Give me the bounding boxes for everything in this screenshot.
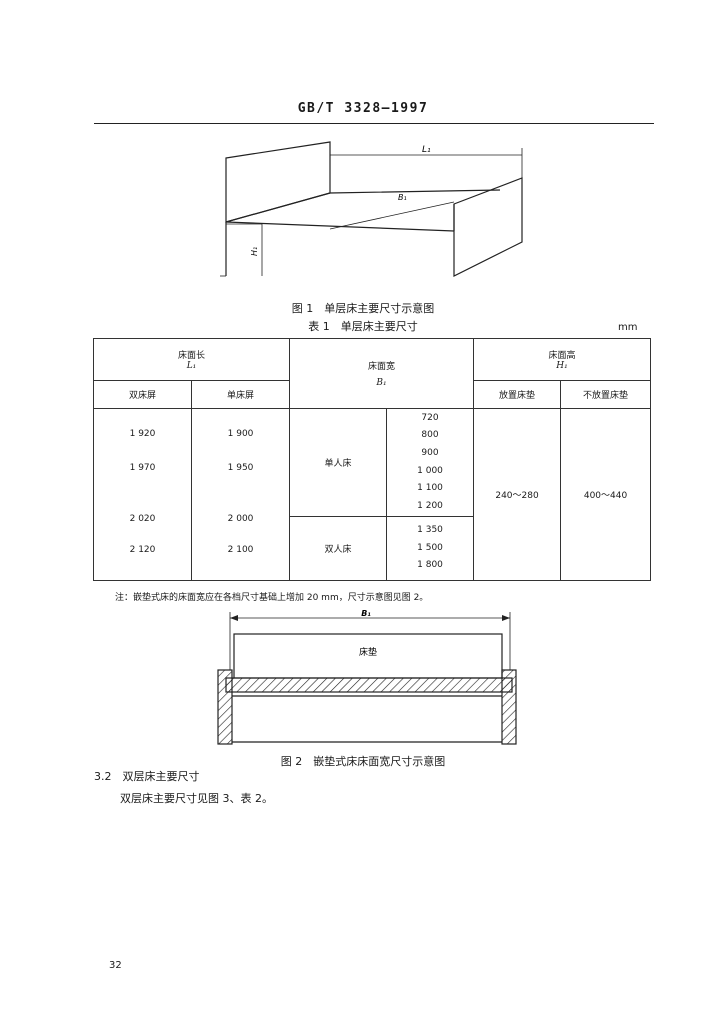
bed-board bbox=[225, 677, 513, 693]
figure2-label-B1: B₁ bbox=[361, 609, 371, 618]
header-length-double: 双床屏 bbox=[93, 380, 192, 409]
single-bed-widths: 720 800 900 1 000 1 100 1 200 bbox=[386, 408, 475, 517]
figure1-label-L1: L₁ bbox=[422, 145, 431, 155]
mattress bbox=[233, 633, 503, 679]
right-frame bbox=[501, 669, 517, 745]
standard-code-header: GB/T 3328—1997 bbox=[297, 101, 429, 116]
mattress-label: 床垫 bbox=[359, 646, 377, 658]
figure1-label-H1: H₁ bbox=[250, 247, 259, 256]
table1-unit: mm bbox=[618, 322, 638, 333]
header-length: 床面长 L₁ bbox=[92, 338, 291, 381]
figure1-caption: 图 1 单层床主要尺寸示意图 bbox=[291, 302, 435, 315]
double-bed-widths: 1 350 1 500 1 800 bbox=[386, 516, 475, 581]
left-frame bbox=[217, 669, 233, 745]
table1-note: 注：嵌垫式床的床面宽应在各档尺寸基础上增加 20 mm，尺寸示意图见图 2。 bbox=[115, 593, 429, 603]
figure1-label-B1: B₁ bbox=[398, 193, 407, 202]
header-length-single: 单床屏 bbox=[190, 380, 291, 409]
figure2-caption: 图 2 嵌垫式床床面宽尺寸示意图 bbox=[280, 755, 446, 768]
figure2-mattress-diagram: B₁ 床垫 bbox=[217, 609, 517, 745]
header-height-without: 不放置床垫 bbox=[560, 380, 652, 409]
header-rule bbox=[94, 123, 654, 124]
figure1-bed-diagram: L₁ B₁ H₁ bbox=[220, 141, 523, 277]
length-double-column: 1 920 1 970 2 020 2 120 bbox=[93, 408, 192, 581]
header-height: 床面高 H₁ bbox=[473, 338, 652, 381]
section-heading: 3.2 双层床主要尺寸 bbox=[94, 770, 200, 783]
page-number: 32 bbox=[109, 960, 122, 971]
header-width: 床面宽 B₁ bbox=[289, 338, 475, 409]
height-with-mattress: 240～280 bbox=[473, 408, 562, 581]
headboard bbox=[225, 141, 331, 223]
length-single-column: 1 900 1 950 2 000 2 100 bbox=[190, 408, 291, 581]
table1: 床面长 L₁ 床面宽 B₁ 床面高 H₁ 双床屏 单床屏 放置床垫 不放置床垫 … bbox=[92, 338, 652, 581]
height-without-mattress: 400～440 bbox=[560, 408, 652, 581]
double-bed-label: 双人床 bbox=[289, 516, 388, 581]
table1-title: 表 1 单层床主要尺寸 bbox=[308, 320, 418, 333]
single-bed-label: 单人床 bbox=[289, 408, 388, 517]
section-text: 双层床主要尺寸见图 3、表 2。 bbox=[120, 792, 273, 805]
header-height-with: 放置床垫 bbox=[473, 380, 562, 409]
footboard bbox=[453, 177, 523, 277]
